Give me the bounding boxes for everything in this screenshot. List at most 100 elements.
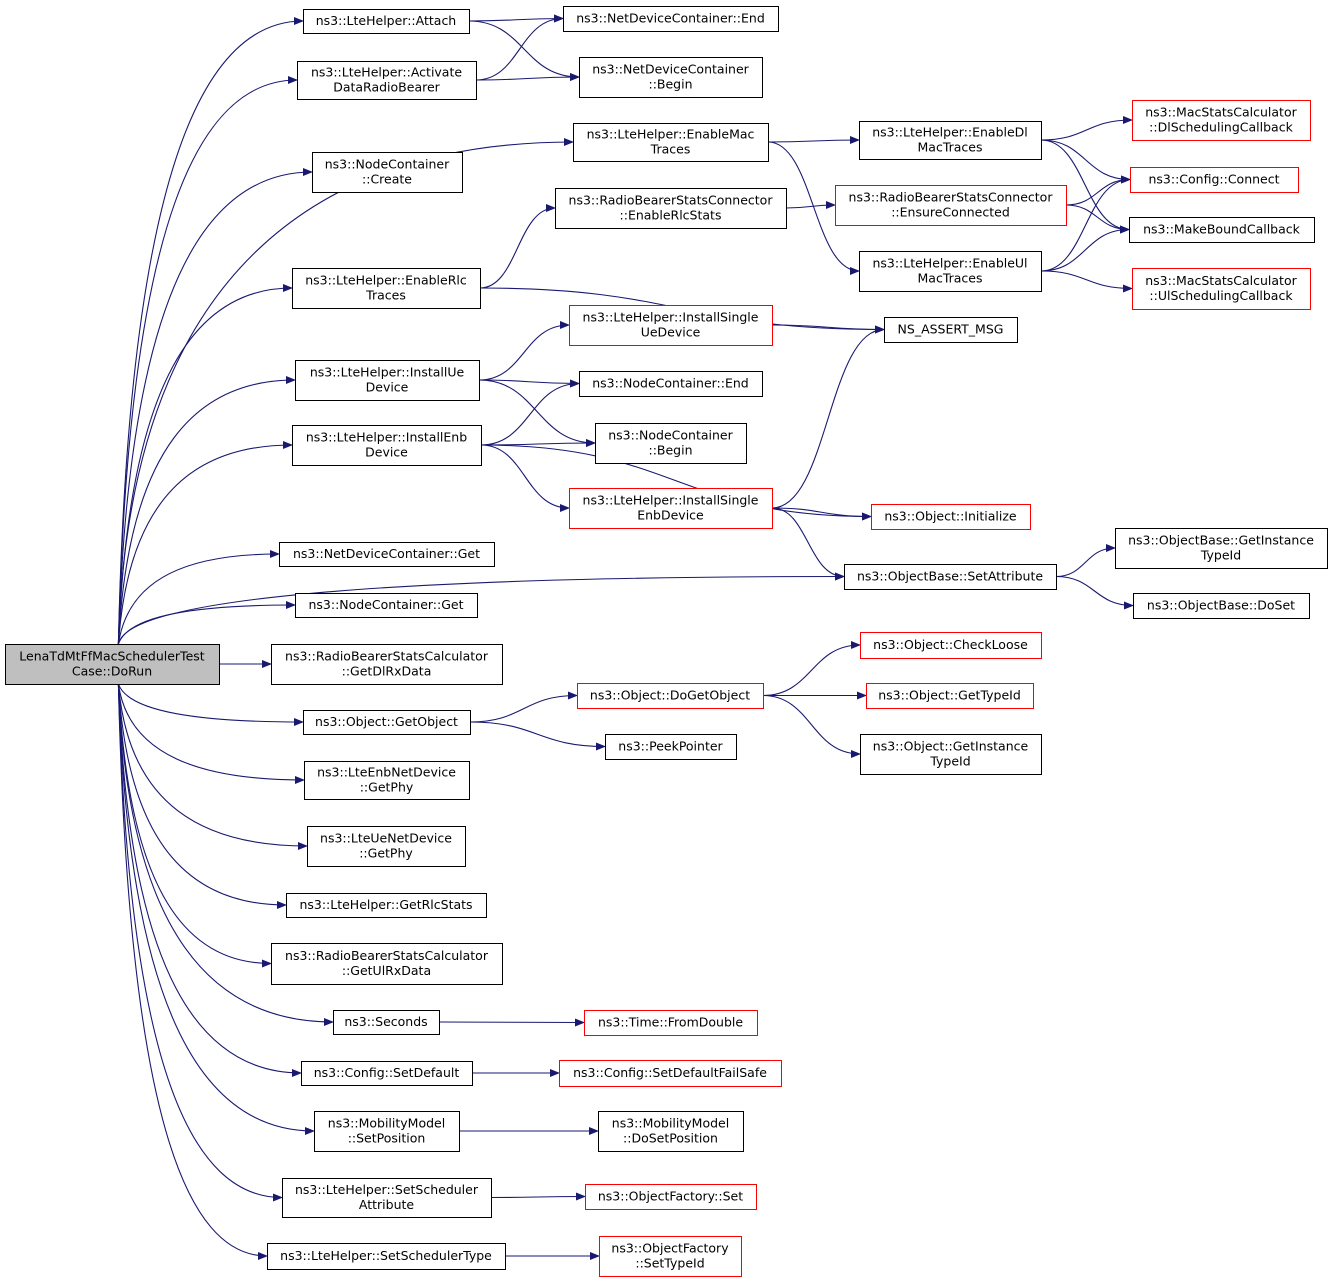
node-ue-getphy[interactable]: ns3::LteUeNetDevice::GetPhy: [307, 826, 466, 867]
node-of-settypeid[interactable]: ns3::ObjectFactory::SetTypeId: [599, 1236, 742, 1277]
node-label: ::SetTypeId: [635, 1256, 704, 1271]
edge-root-to-setschedtype: [117, 683, 268, 1260]
node-label: ns3::RadioBearerStatsConnector: [849, 190, 1054, 205]
node-label: ::SetPosition: [348, 1131, 426, 1146]
node-obj-init[interactable]: ns3::Object::Initialize: [871, 504, 1031, 530]
node-label: ::GetUlRxData: [342, 963, 431, 978]
node-dlsched[interactable]: ns3::MacStatsCalculator::DlSchedulingCal…: [1132, 100, 1311, 141]
edge-installenb-to-obj_init: [480, 444, 872, 521]
node-nc-end[interactable]: ns3::NodeContainer::End: [579, 371, 763, 397]
edge-setschedattr-to-of_set: [490, 1192, 586, 1201]
node-label: NS_ASSERT_MSG: [898, 322, 1004, 337]
node-label: ns3::LteHelper::InstallSingle: [583, 493, 759, 508]
edge-root-to-setattribute: [117, 572, 845, 645]
node-label: UeDevice: [641, 325, 701, 340]
node-label: ::GetPhy: [360, 780, 414, 795]
edge-root-to-setposition: [117, 683, 315, 1135]
node-label: ns3::MakeBoundCallback: [1143, 222, 1301, 237]
edge-root-to-enb_getphy: [117, 683, 305, 784]
node-label: ns3::LteHelper::InstallEnb: [306, 430, 467, 445]
edge-enableul-to-config_connect: [1040, 175, 1131, 272]
node-label: ns3::ObjectBase::GetInstance: [1128, 533, 1314, 548]
node-label: MacTraces: [918, 140, 983, 155]
node-rbsc-enablerlc[interactable]: ns3::RadioBearerStatsConnector::EnableRl…: [555, 188, 787, 229]
node-of-set[interactable]: ns3::ObjectFactory::Set: [585, 1184, 757, 1210]
edge-getobject-to-peekpointer: [469, 721, 606, 751]
node-setschedtype[interactable]: ns3::LteHelper::SetSchedulerType: [267, 1243, 506, 1270]
node-label: ns3::ObjectBase::DoSet: [1147, 598, 1295, 613]
node-getobject[interactable]: ns3::Object::GetObject: [303, 710, 471, 735]
edge-installsingleenb-to-ns_assert: [771, 325, 885, 509]
edge-root-to-seconds: [117, 683, 334, 1026]
node-nc-create[interactable]: ns3::NodeContainer::Create: [312, 152, 463, 193]
node-ensureconn[interactable]: ns3::RadioBearerStatsConnector::EnsureCo…: [835, 185, 1067, 226]
edge-installue-to-installsingleue: [478, 321, 570, 381]
edge-attach-to-ndc_end: [468, 14, 564, 23]
node-setposition[interactable]: ns3::MobilityModel::SetPosition: [314, 1111, 460, 1152]
node-getdlrx[interactable]: ns3::RadioBearerStatsCalculator::GetDlRx…: [271, 644, 503, 685]
node-fromdouble[interactable]: ns3::Time::FromDouble: [584, 1010, 758, 1036]
node-config-connect[interactable]: ns3::Config::Connect: [1130, 167, 1299, 193]
node-label: ::Create: [362, 172, 412, 187]
node-label: ns3::LteHelper::InstallUe: [310, 365, 465, 380]
node-label: ::GetPhy: [359, 846, 413, 861]
node-ndc-end[interactable]: ns3::NetDeviceContainer::End: [563, 6, 779, 32]
node-dosetposition[interactable]: ns3::MobilityModel::DoSetPosition: [598, 1111, 744, 1152]
node-label: LenaTdMtFfMacSchedulerTest: [19, 649, 204, 664]
node-ob-doset[interactable]: ns3::ObjectBase::DoSet: [1133, 593, 1310, 619]
node-checkloose[interactable]: ns3::Object::CheckLoose: [860, 632, 1042, 659]
node-makebound[interactable]: ns3::MakeBoundCallback: [1129, 217, 1315, 243]
node-gettypeid[interactable]: ns3::Object::GetTypeId: [866, 683, 1034, 709]
edge-getobject-to-dogetobject: [469, 691, 578, 723]
node-label: ns3::RadioBearerStatsCalculator: [285, 948, 489, 963]
node-seconds[interactable]: ns3::Seconds: [333, 1010, 440, 1035]
node-getrlcstats[interactable]: ns3::LteHelper::GetRlcStats: [286, 893, 487, 918]
edge-installue-to-nc_end: [478, 379, 580, 388]
node-label: Traces: [365, 288, 406, 303]
node-setdefaultfs[interactable]: ns3::Config::SetDefaultFailSafe: [559, 1060, 782, 1087]
node-attach[interactable]: ns3::LteHelper::Attach: [303, 9, 470, 34]
node-label: ns3::NodeContainer::End: [592, 376, 748, 391]
node-nc-begin[interactable]: ns3::NodeContainer::Begin: [595, 423, 747, 464]
edge-rbsc_enablerlc-to-ensureconn: [785, 201, 836, 210]
node-label: ns3::LteHelper::GetRlcStats: [299, 897, 472, 912]
node-ns-assert[interactable]: NS_ASSERT_MSG: [884, 317, 1018, 343]
edge-enablerlc-to-rbsc_enablerlc: [479, 204, 556, 289]
call-nodes: LenaTdMtFfMacSchedulerTestCase::DoRunns3…: [5, 6, 1328, 1277]
node-dogetobject[interactable]: ns3::Object::DoGetObject: [577, 683, 764, 709]
node-nc-get[interactable]: ns3::NodeContainer::Get: [295, 593, 478, 618]
edge-root-to-getulrx: [117, 683, 272, 968]
node-label: ns3::ObjectBase::SetAttribute: [857, 569, 1043, 584]
edge-root-to-getobject: [117, 683, 304, 726]
node-setdefault[interactable]: ns3::Config::SetDefault: [301, 1061, 473, 1086]
node-label: ns3::RadioBearerStatsCalculator: [285, 649, 489, 664]
node-ndc-get[interactable]: ns3::NetDeviceContainer::Get: [279, 542, 495, 567]
node-enb-getphy[interactable]: ns3::LteEnbNetDevice::GetPhy: [304, 761, 470, 800]
edge-dogetobject-to-obj_getinstancetypeid: [762, 694, 861, 758]
node-label: ns3::Object::Initialize: [884, 509, 1017, 524]
node-getulrx[interactable]: ns3::RadioBearerStatsCalculator::GetUlRx…: [271, 943, 503, 985]
node-label: ns3::NodeContainer: [325, 157, 450, 172]
node-label: Device: [366, 380, 409, 395]
node-label: ns3::RadioBearerStatsConnector: [569, 193, 774, 208]
edge-root-to-enablerlc: [117, 284, 293, 645]
node-ulsched[interactable]: ns3::MacStatsCalculator::UlSchedulingCal…: [1132, 268, 1311, 310]
node-label: DataRadioBearer: [333, 80, 440, 95]
node-peekpointer[interactable]: ns3::PeekPointer: [605, 734, 737, 760]
node-setattribute[interactable]: ns3::ObjectBase::SetAttribute: [844, 564, 1057, 590]
node-ndc-begin[interactable]: ns3::NetDeviceContainer::Begin: [579, 57, 763, 98]
edge-enabledl-to-makebound: [1040, 139, 1130, 234]
edge-installsingleenb-to-obj_init: [771, 507, 872, 521]
